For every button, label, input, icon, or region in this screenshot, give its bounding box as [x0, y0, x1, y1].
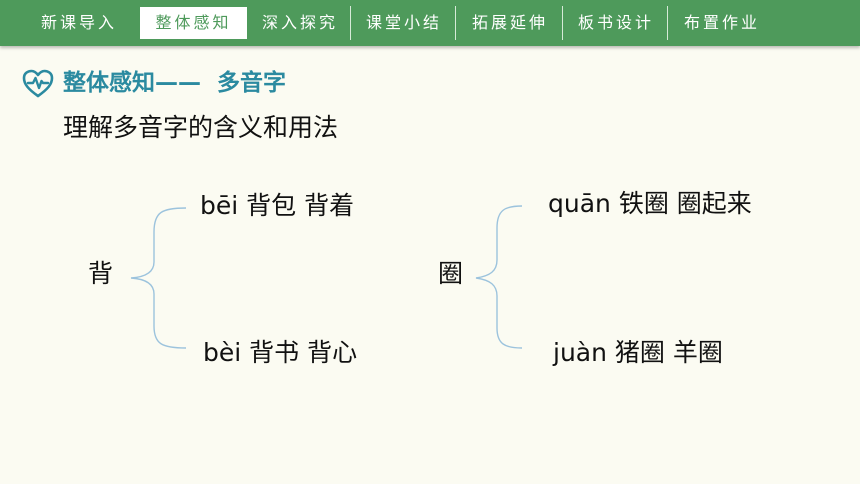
reading-item: bèi 背书 背心: [203, 337, 357, 369]
example-words: 背书 背心: [249, 338, 358, 367]
heartbeat-icon: [22, 69, 54, 98]
example-words: 猪圈 羊圈: [606, 338, 723, 367]
top-nav-bar: 新课导入 整体感知 深入探究 课堂小结 拓展延伸 板书设计 布置作业: [0, 0, 860, 46]
tab-divider: [667, 6, 668, 40]
tab-divider: [350, 6, 351, 40]
reading-item: juàn 猪圈 羊圈: [553, 337, 723, 369]
pinyin: bèi: [203, 338, 242, 367]
polyphone-char: 圈: [438, 259, 464, 288]
tab-extension[interactable]: 拓展延伸: [471, 13, 548, 32]
example-words: 背包 背着: [246, 191, 355, 220]
tab-homework[interactable]: 布置作业: [683, 13, 760, 32]
tab-overall-perception[interactable]: 整体感知: [140, 7, 247, 39]
tab-class-summary[interactable]: 课堂小结: [365, 13, 442, 32]
tab-divider: [455, 6, 456, 40]
pinyin: bēi: [200, 191, 239, 220]
pinyin: juàn: [553, 338, 607, 367]
tab-divider: [562, 6, 563, 40]
section-heading: 整体感知—— 多音字: [63, 70, 287, 96]
tab-deep-exploration[interactable]: 深入探究: [261, 13, 338, 32]
example-words: 铁圈 圈起来: [618, 189, 752, 218]
left-brace: [130, 207, 187, 349]
section-subtitle: 理解多音字的含义和用法: [63, 113, 339, 142]
pinyin: quān: [548, 189, 611, 218]
reading-item: bēi 背包 背着: [200, 190, 354, 222]
tab-board-design[interactable]: 板书设计: [577, 13, 654, 32]
polyphone-char: 背: [88, 259, 114, 288]
reading-item: quān 铁圈 圈起来: [548, 188, 752, 220]
left-brace: [475, 205, 523, 349]
tab-new-lesson-intro[interactable]: 新课导入: [40, 13, 117, 32]
